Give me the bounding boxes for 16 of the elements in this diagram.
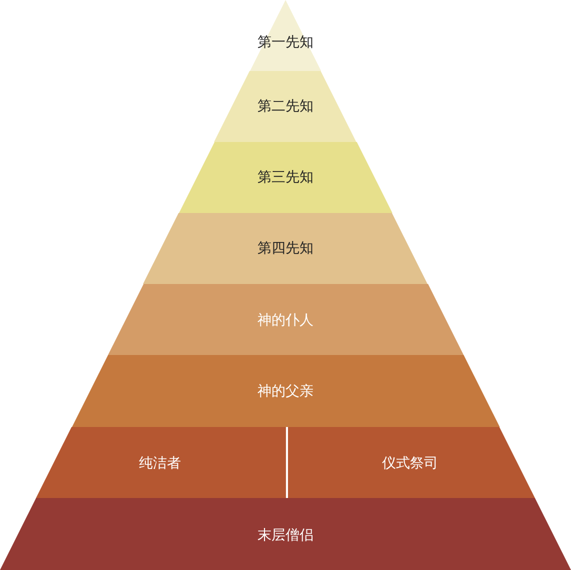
tier-label: 纯洁者: [138, 456, 181, 472]
tier-label: 第一先知: [257, 34, 314, 52]
tier-label: 仪式祭司: [382, 456, 438, 472]
pyramid-tier: [178, 142, 392, 213]
tier-label: 神的仆人: [257, 312, 314, 330]
tier-label: 第三先知: [257, 170, 314, 186]
tier-label: 末层僧侣: [258, 528, 314, 544]
pyramid-tier: [108, 284, 464, 355]
tier-label: 神的父亲: [257, 384, 314, 400]
pyramid-tier: [214, 71, 357, 142]
pyramid-tier: [0, 498, 571, 570]
tier-label: 第四先知: [257, 240, 314, 258]
pyramid-tier: [250, 0, 322, 71]
pyramid-tier: [143, 213, 428, 284]
tier-label: 第二先知: [257, 98, 314, 116]
pyramid-tier: [72, 355, 500, 427]
